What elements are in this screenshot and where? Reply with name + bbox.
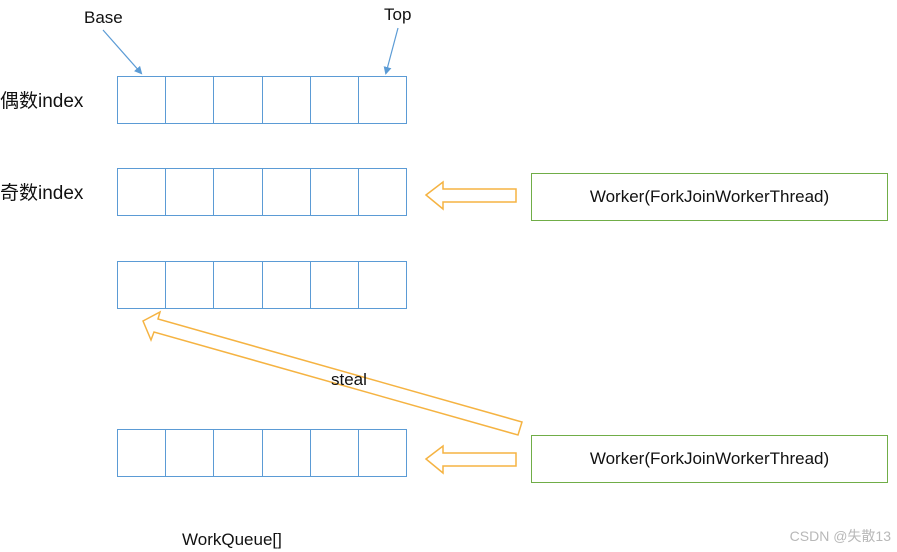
push-arrow-bottom bbox=[424, 444, 517, 475]
work-queue-third bbox=[117, 261, 408, 309]
queue-slot bbox=[357, 261, 408, 309]
top-label: Top bbox=[384, 5, 412, 24]
steal-arrow bbox=[142, 310, 523, 436]
workqueue-array-caption: WorkQueue[] bbox=[182, 530, 282, 549]
steal-label: steal bbox=[331, 370, 367, 389]
work-queue-fourth bbox=[117, 429, 408, 477]
odd-index-label: 奇数index bbox=[0, 183, 84, 204]
worker-thread-box: Worker(ForkJoinWorkerThread) bbox=[531, 435, 888, 483]
base-pointer-arrow bbox=[102, 29, 143, 75]
queue-slot bbox=[357, 429, 408, 477]
worker-thread-box: Worker(ForkJoinWorkerThread) bbox=[531, 173, 888, 221]
worker-thread-label: Worker(ForkJoinWorkerThread) bbox=[589, 449, 830, 468]
work-queue-odd bbox=[117, 168, 408, 216]
even-index-label: 偶数index bbox=[0, 91, 84, 112]
worker-thread-label: Worker(ForkJoinWorkerThread) bbox=[589, 187, 830, 206]
push-arrow-top bbox=[424, 180, 517, 211]
work-queue-even bbox=[117, 76, 408, 124]
queue-slot bbox=[357, 76, 408, 124]
base-label: Base bbox=[84, 8, 123, 27]
queue-slot bbox=[357, 168, 408, 216]
top-pointer-arrow bbox=[383, 27, 399, 75]
watermark: CSDN @失散13 bbox=[789, 528, 891, 544]
